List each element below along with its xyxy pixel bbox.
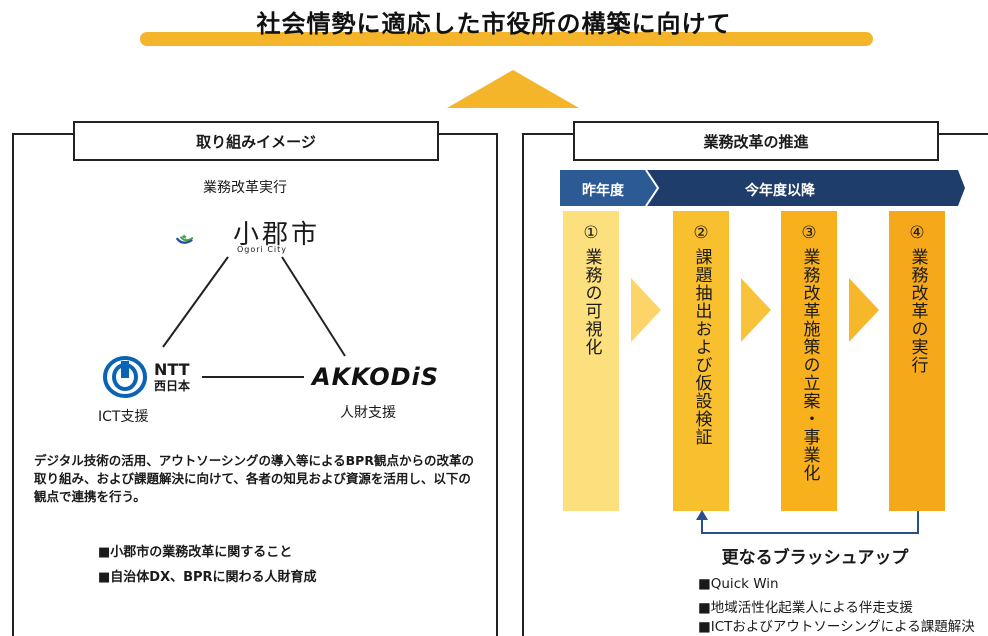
- step-number: ①: [583, 223, 599, 243]
- chevron-right-icon: [849, 278, 879, 342]
- chevron-right-icon: [631, 278, 661, 342]
- partnership-sub-label: 業務改革実行: [203, 180, 287, 196]
- akkodis-logo: AKKODiS: [312, 363, 440, 391]
- right-bullet-item: ■Quick Win: [698, 576, 779, 592]
- chevron-right-icon: [741, 278, 771, 342]
- left-bullet-item: ■小郡市の業務改革に関すること: [98, 545, 293, 560]
- ict-support-caption: ICT支援: [98, 409, 149, 425]
- ntt-sub: 西日本: [154, 379, 191, 393]
- page-title: 社会情勢に適応した市役所の構築に向けて: [256, 10, 732, 38]
- ogori-city-logo-icon: [176, 234, 194, 244]
- step-number: ③: [801, 223, 817, 243]
- ntt-logo-icon: [103, 356, 147, 398]
- last-year-label: 昨年度: [582, 183, 624, 199]
- title-underline-bar: [140, 32, 873, 46]
- step-text: 課題抽出および仮設検証: [691, 248, 712, 446]
- left-panel-label: 取り組みイメージ: [73, 121, 439, 161]
- left-bullet-item: ■自治体DX、BPRに関わる人財育成: [98, 570, 317, 585]
- year-timeline-bar: [560, 170, 965, 206]
- step-text: 業務改革施策の立案・事業化: [799, 248, 820, 482]
- step-visualization: ① 業務の可視化: [563, 211, 619, 511]
- step-execution: ④ 業務改革の実行: [889, 211, 945, 511]
- ogori-city-name: 小郡市: [233, 220, 321, 250]
- ntt-name: NTT: [154, 360, 190, 379]
- step-issue-extraction: ② 課題抽出および仮設検証: [673, 211, 729, 511]
- step-number: ②: [693, 223, 709, 243]
- right-bullet-item: ■地域活性化起業人による伴走支援: [698, 600, 913, 616]
- step-planning: ③ 業務改革施策の立案・事業化: [781, 211, 837, 511]
- hr-support-caption: 人財支援: [340, 405, 396, 421]
- step-text: 業務の可視化: [581, 248, 602, 356]
- loop-back-arrow-icon: [696, 510, 919, 534]
- right-bullet-item: ■ICTおよびアウトソーシングによる課題解決: [698, 619, 975, 635]
- step-number: ④: [909, 223, 925, 243]
- description-text: デジタル技術の活用、アウトソーシングの導入等によるBPR観点からの改革の取り組み…: [34, 453, 474, 504]
- further-brushup-title: 更なるブラッシュアップ: [721, 548, 909, 568]
- right-panel-label: 業務改革の推進: [573, 121, 939, 161]
- step-text: 業務改革の実行: [907, 248, 928, 374]
- ogori-city-sub: Ogori City: [237, 245, 288, 254]
- this-year-onward-label: 今年度以降: [745, 183, 815, 199]
- up-arrow-icon: [447, 70, 579, 108]
